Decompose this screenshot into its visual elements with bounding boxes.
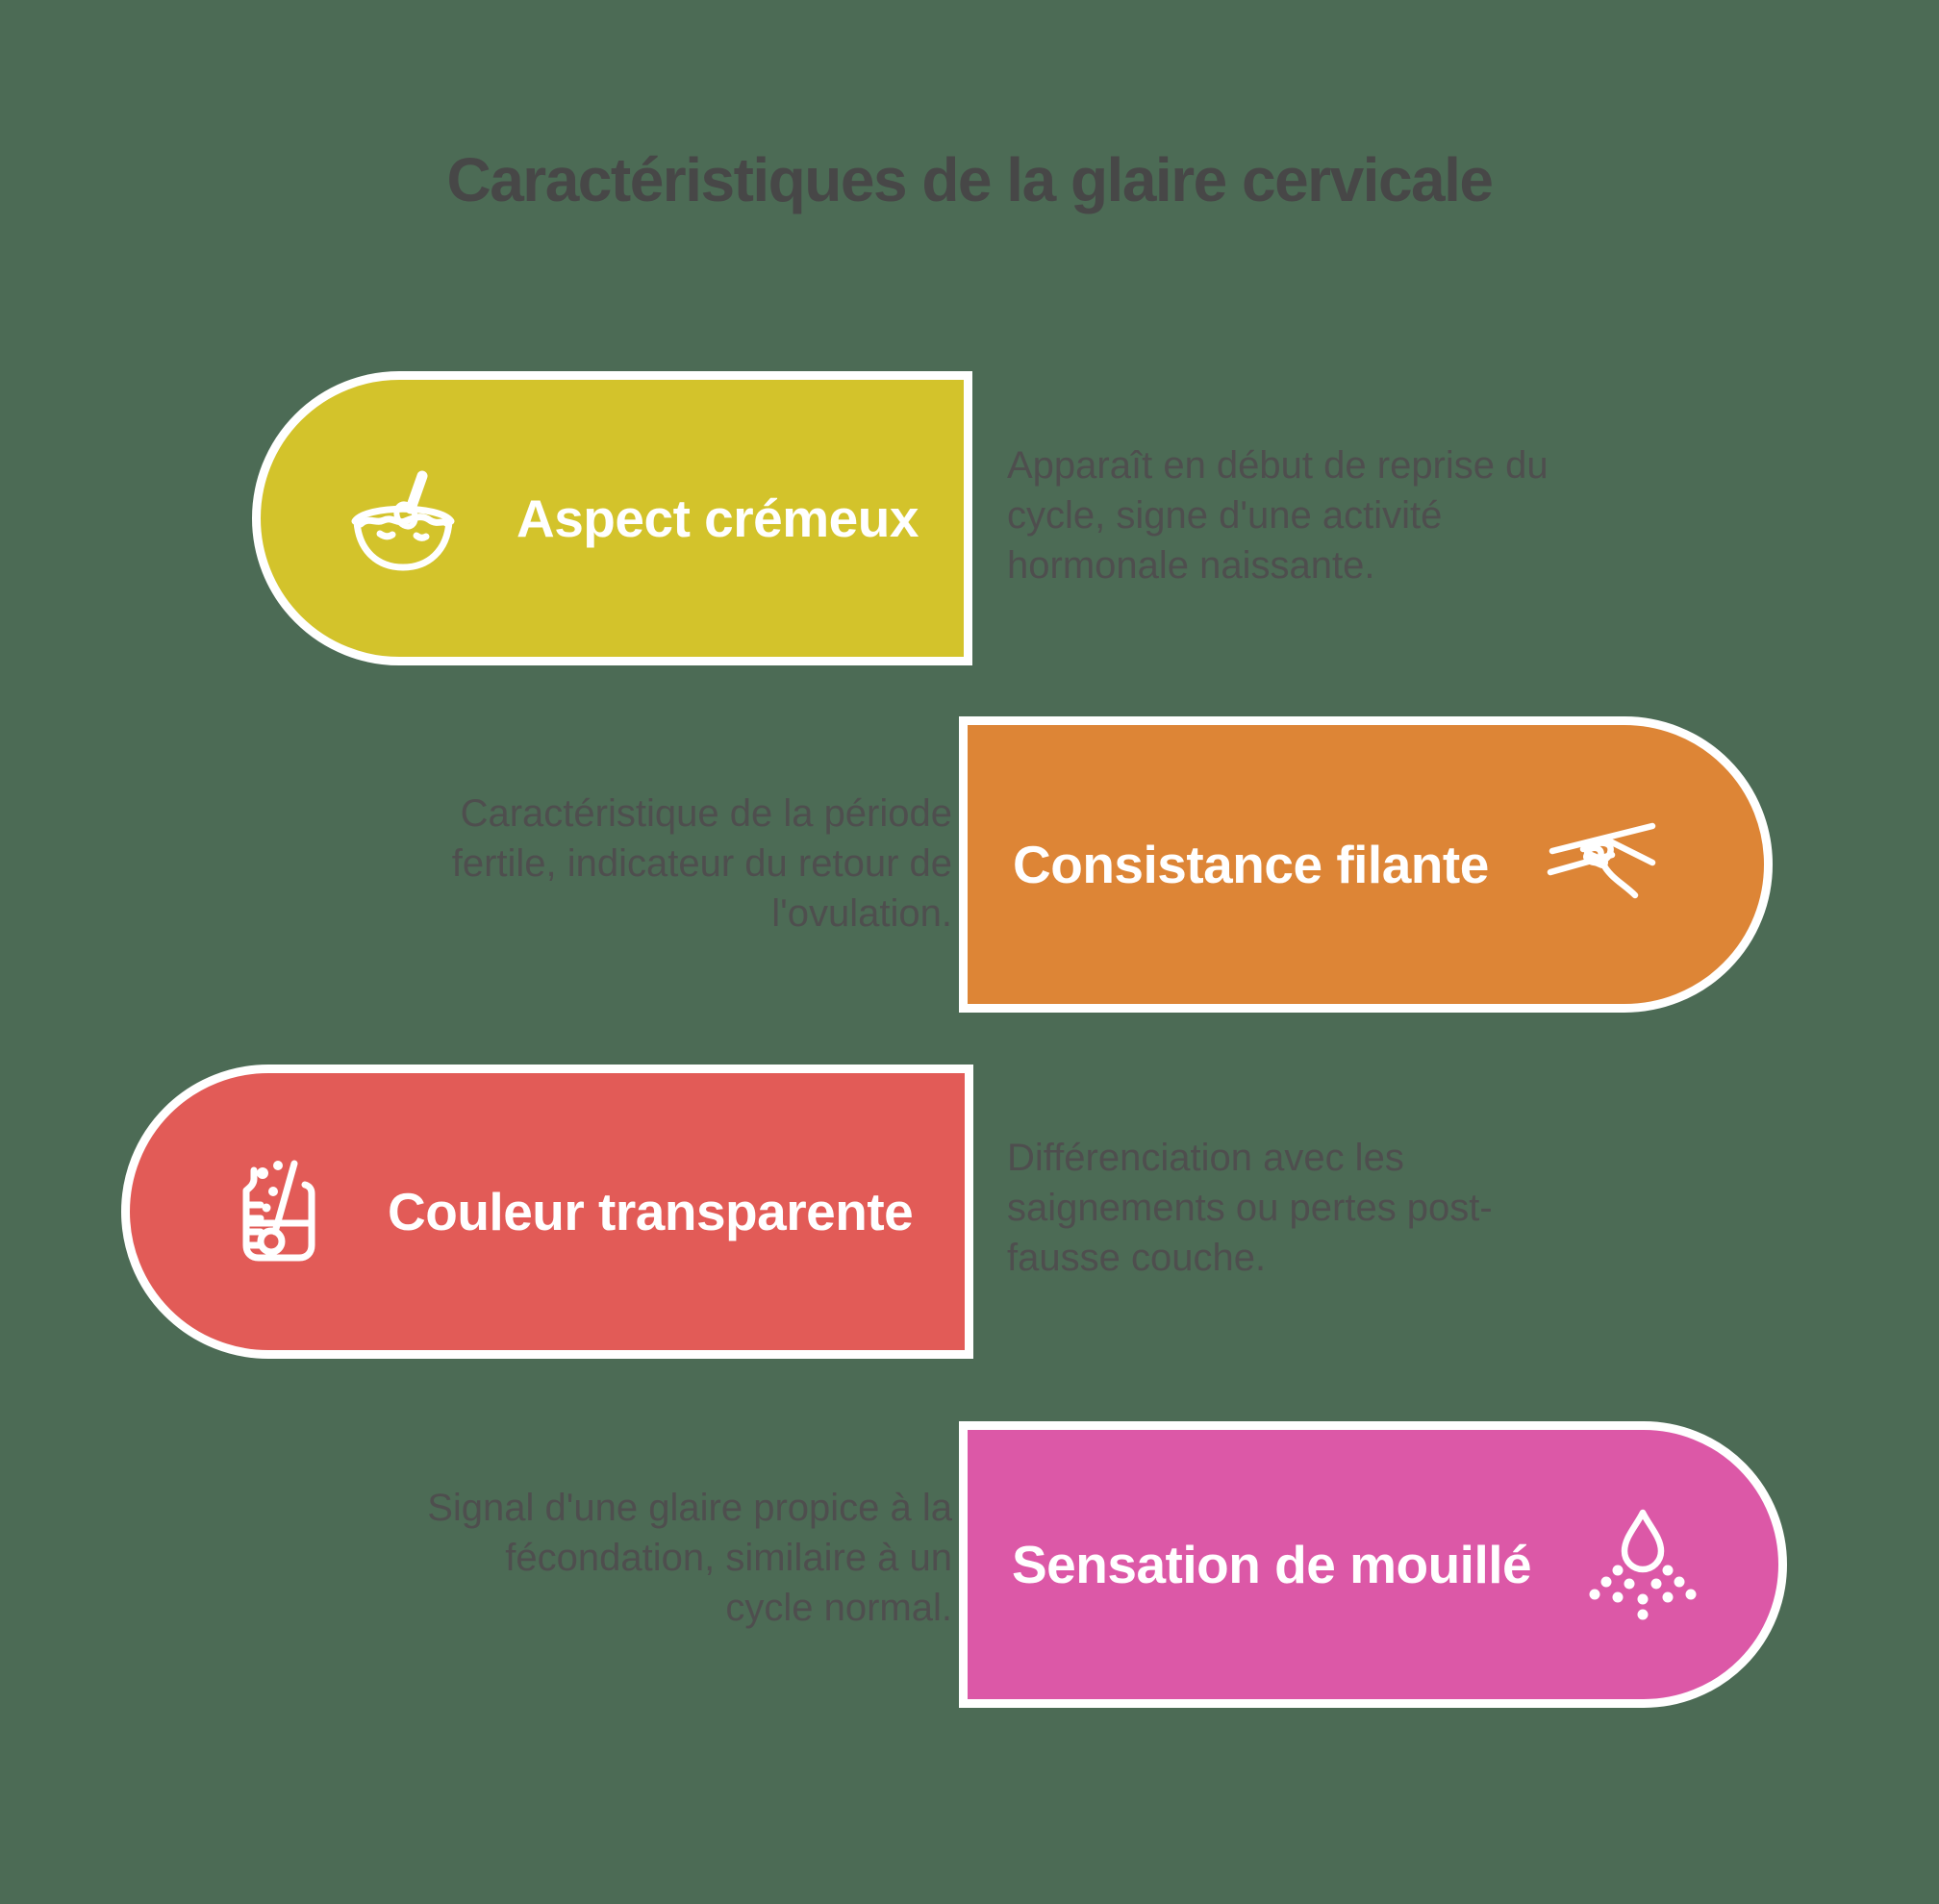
card-description: Apparaît en début de reprise du cycle, s…: [1007, 444, 1549, 587]
beaker-icon: [218, 1154, 334, 1269]
card-sensation-de-mouille: Sensation de mouillé: [959, 1421, 1787, 1708]
card-aspect-cremeux: Aspect crémeux: [252, 371, 972, 665]
card-description: Différenciation avec les saignements ou …: [1007, 1137, 1493, 1279]
bowl-spoon-icon: [345, 461, 461, 576]
card-title: Sensation de mouillé: [1012, 1535, 1532, 1594]
card-title: Couleur transparente: [388, 1182, 914, 1241]
strings-icon: [1545, 807, 1660, 922]
droplet-icon: [1585, 1507, 1700, 1622]
card-consistance-filante: Consistance filante: [959, 716, 1773, 1013]
card-description: Caractéristique de la période fertile, i…: [451, 792, 952, 935]
card-couleur-transparente: Couleur transparente: [121, 1065, 973, 1359]
card-title: Consistance filante: [1013, 835, 1489, 894]
card-description: Signal d'une glaire propice à la féconda…: [427, 1487, 952, 1629]
page-title: Caractéristiques de la glaire cervicale: [446, 145, 1494, 214]
card-title: Aspect crémeux: [516, 489, 919, 548]
